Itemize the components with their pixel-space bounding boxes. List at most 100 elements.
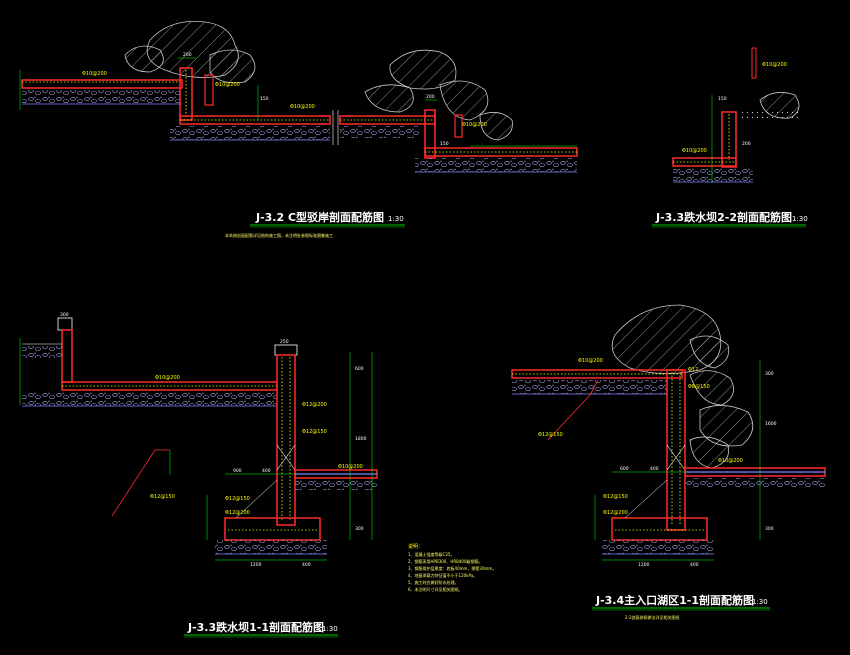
gravel-base: [340, 126, 420, 138]
drawing-scale: 1:30: [752, 598, 768, 606]
dimension-label: 900: [233, 468, 242, 474]
rebar-label: Φ10@200: [462, 122, 487, 128]
rebar-label: Φ12@200: [225, 510, 250, 516]
notes-line: 2、钢筋采用HPB300、HRB400级钢筋。: [408, 558, 483, 564]
boulder-shape: [209, 49, 256, 84]
boulder-shape: [364, 84, 414, 113]
leader-line: [547, 379, 599, 441]
gravel-base: [295, 480, 377, 490]
notes-title: 说明：: [408, 543, 423, 550]
rebar-label: Φ10@200: [578, 358, 603, 364]
rebar-label: Φ10@200: [155, 375, 180, 381]
rebar-label: Φ10@200: [338, 464, 363, 470]
notes-line: 6、未注明尺寸详见相关图纸。: [408, 586, 463, 592]
dimension-label: 1600: [765, 421, 777, 427]
drawing-subnote: 本系统剖面配筋详见结构施工图，未注明处参照标准图集施工: [225, 232, 333, 238]
gravel-base: [22, 90, 182, 104]
rebar-label: Φ10@200: [718, 458, 743, 464]
gravel-base: [170, 126, 330, 140]
concrete-wall: [666, 369, 686, 531]
dimension-label: 1800: [355, 436, 367, 442]
dimension-label: 200: [426, 94, 435, 100]
drawing-scale: 1:30: [792, 215, 808, 223]
notes-line: 3、钢筋保护层厚度：底板40mm，侧壁30mm。: [408, 565, 496, 571]
rebar-label: Φ8@150: [688, 384, 710, 390]
rebar-tag: [751, 47, 757, 79]
drawing-scale: 1:30: [388, 215, 404, 223]
coping-block: [57, 317, 73, 331]
section-j34: Φ10@200 Φ12 Φ8@150 Φ12@150 Φ10@200 Φ12@1…: [511, 304, 826, 620]
dimension-label: 300: [765, 526, 774, 532]
boulder-shape: [439, 80, 489, 121]
coping-block: [274, 344, 298, 356]
gravel-base: [673, 168, 753, 182]
dimension-label: 300: [355, 526, 364, 532]
dimension-label: 600: [355, 366, 364, 372]
dimension-label: 200: [183, 52, 192, 58]
rebar-label: Φ10@200: [682, 148, 707, 154]
dimension-label: 600: [620, 466, 629, 472]
rebar-label: Φ12: [688, 367, 698, 373]
notes-line: 1、混凝土强度等级C25。: [408, 551, 454, 557]
dimension-label: 250: [280, 339, 289, 345]
dimension-label: 400: [262, 468, 271, 474]
concrete-footing: [611, 517, 708, 541]
drawing-title: J-3.2 C型驳岸剖面配筋图: [255, 210, 384, 224]
boulder-shape: [689, 335, 730, 369]
gravel-base: [415, 158, 577, 172]
drawing-scale: 1:30: [322, 625, 338, 633]
rebar-label: Φ12@200: [603, 510, 628, 516]
boulder-shape: [124, 45, 164, 73]
gravel-base: [685, 478, 825, 488]
dimension-label: 400: [690, 562, 699, 568]
dimension-label: 200: [742, 141, 751, 147]
concrete-wall: [721, 111, 737, 168]
drawing-subnote: 2-2剖面参照做法详见相关图纸: [625, 614, 680, 620]
concrete-wall: [424, 109, 436, 159]
boulder-shape: [689, 370, 734, 406]
rebar-label: Φ12@150: [603, 494, 628, 500]
dimension-label: 150: [440, 141, 449, 147]
dotted-fill: [740, 108, 800, 120]
section-j33-1-1: Φ10@200 Φ12@200 Φ12@150 Φ10@200 Φ12@150 …: [19, 312, 378, 638]
concrete-slab: [424, 147, 578, 157]
boulder-shape: [689, 436, 730, 469]
boulder-shape: [479, 112, 513, 141]
rebar-label: Φ12@150: [150, 494, 175, 500]
dimension-label: 400: [650, 466, 659, 472]
boulder-shape: [389, 49, 457, 90]
rebar-label: Φ12@150: [225, 496, 250, 502]
concrete-footing: [224, 517, 321, 541]
rebar-label: Φ12@150: [538, 432, 563, 438]
rebar-label: Φ10@200: [290, 104, 315, 110]
rebar-label: Φ10@200: [82, 71, 107, 77]
gravel-base: [215, 540, 327, 554]
dimension-label: 150: [718, 96, 727, 102]
rebar-label: Φ12@200: [302, 402, 327, 408]
concrete-wall: [179, 67, 193, 121]
concrete-wall: [61, 329, 73, 383]
dimension-label: 1200: [250, 562, 262, 568]
general-notes: 说明： 1、混凝土强度等级C25。 2、钢筋采用HPB300、HRB400级钢筋…: [408, 543, 496, 592]
drawing-title: J-3.3跌水坝2-2剖面配筋图: [655, 210, 792, 224]
section-j32: Φ10@200 Φ10@200 Φ10@200 Φ10@200 200 150 …: [19, 21, 578, 238]
dimension-label: 1200: [638, 562, 650, 568]
rebar-label: Φ10@200: [762, 62, 787, 68]
drawing-title: J-3.4主入口湖区1-1剖面配筋图: [595, 593, 754, 607]
concrete-wall: [276, 354, 296, 526]
gravel-base: [22, 346, 62, 358]
drawing-title: J-3.3跌水坝1-1剖面配筋图: [187, 620, 324, 634]
rebar-label: Φ10@200: [215, 82, 240, 88]
dimension-label: 300: [765, 371, 774, 377]
gravel-base: [512, 380, 667, 394]
dimension-label: 400: [302, 562, 311, 568]
gravel-base: [602, 540, 714, 554]
section-j33-2-2: Φ10@200 Φ10@200 150 200 J-3.3跌水坝2-2剖面配筋图…: [652, 47, 808, 228]
dimension-label: 300: [60, 312, 69, 318]
notes-line: 5、施工时应做好防水处理。: [408, 579, 459, 585]
rebar-label: Φ12@150: [302, 429, 327, 435]
dimension-label: 150: [260, 96, 269, 102]
concrete-wall: [454, 114, 463, 138]
concrete-slab: [21, 79, 183, 89]
